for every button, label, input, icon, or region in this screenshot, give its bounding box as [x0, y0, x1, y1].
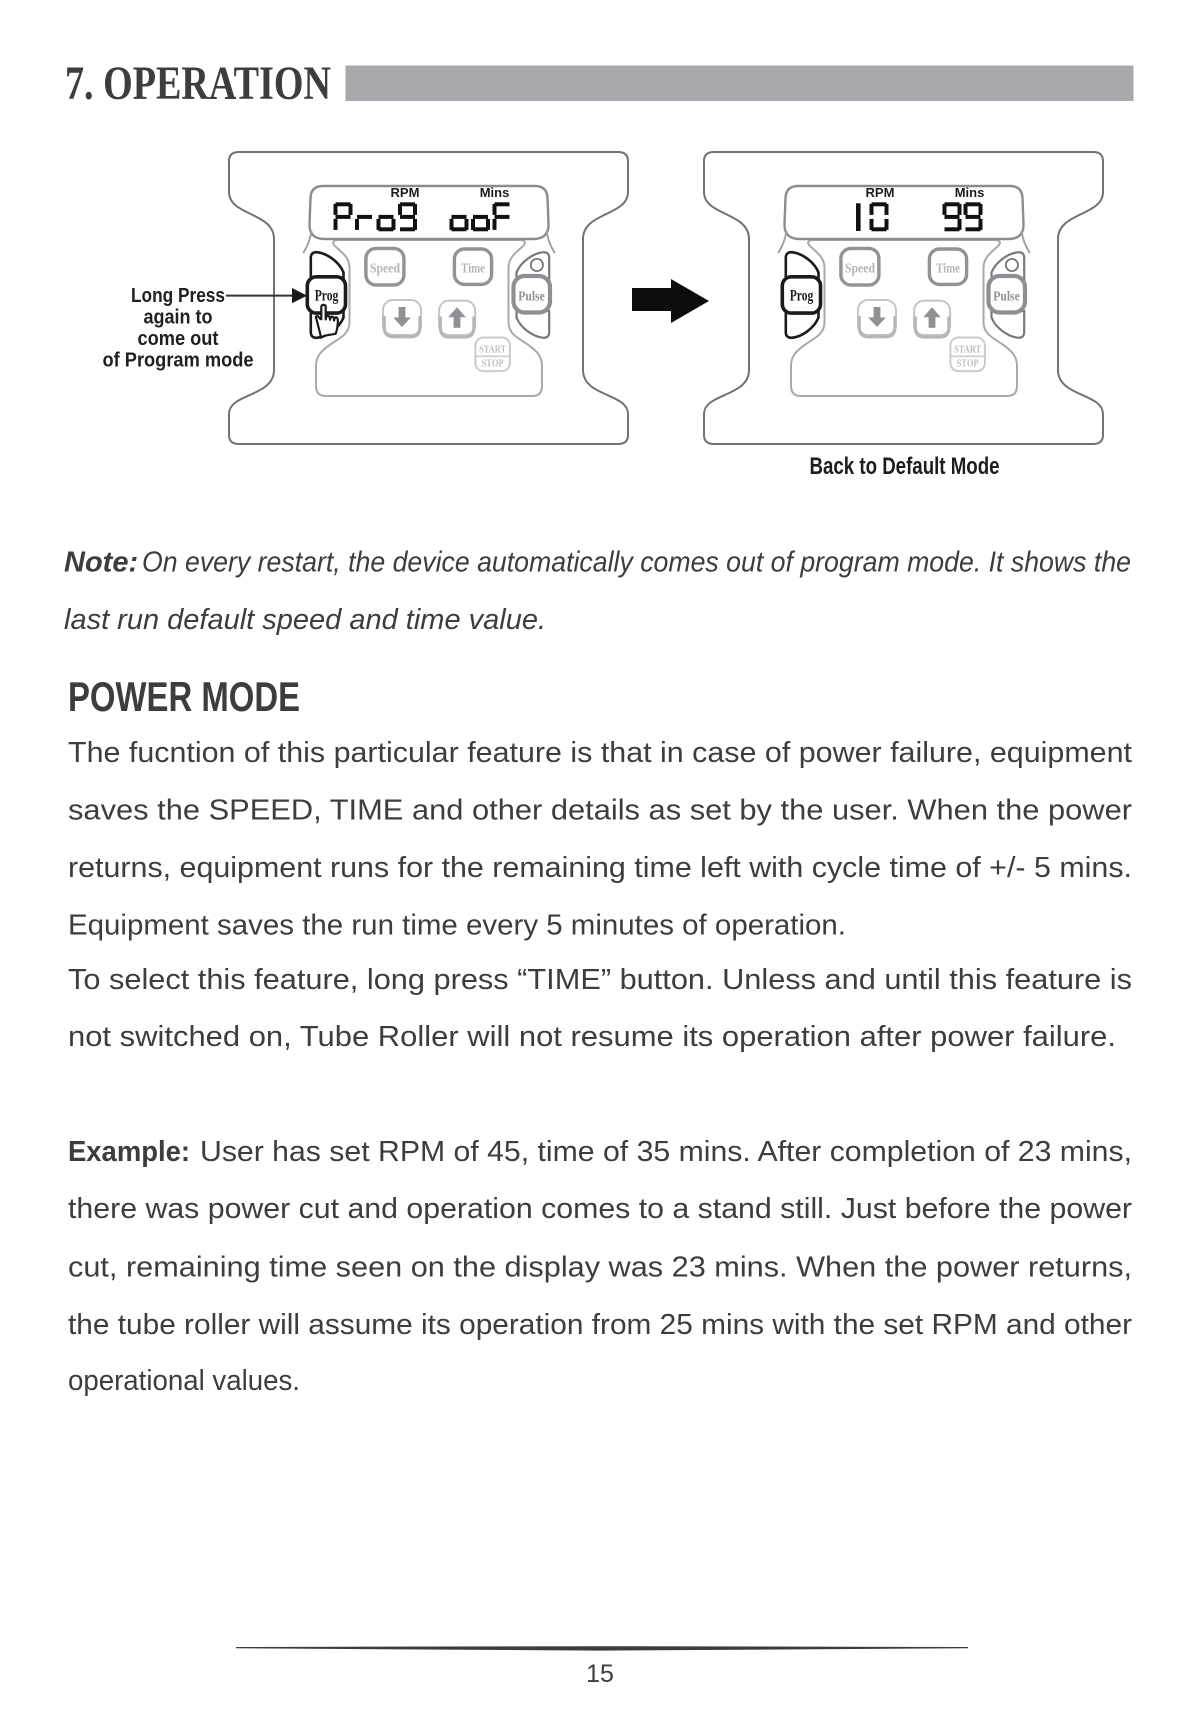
svg-text:Long Press: Long Press [131, 285, 225, 307]
svg-text:Equipment saves the run time e: Equipment saves the run time every 5 min… [68, 909, 846, 941]
svg-text:7. OPERATION: 7. OPERATION [65, 57, 331, 110]
svg-text:On every restart, the device a: On every restart, the device automatical… [142, 547, 1131, 579]
svg-text:again to: again to [144, 307, 213, 329]
svg-text:last run default speed and tim: last run default speed and time value. [64, 604, 546, 636]
svg-text:POWER MODE: POWER MODE [68, 673, 300, 720]
svg-text:of Program mode: of Program mode [103, 350, 254, 372]
svg-text:there was power cut and operat: there was power cut and operation comes … [68, 1193, 1132, 1225]
svg-text:Note:: Note: [64, 547, 138, 579]
svg-text:Back to Default Mode: Back to Default Mode [810, 453, 1000, 480]
svg-text:returns, equipment runs for th: returns, equipment runs for the remainin… [68, 852, 1132, 884]
svg-text:The fucntion of this particula: The fucntion of this particular feature … [68, 737, 1132, 769]
svg-text:not switched on, Tube Roller w: not switched on, Tube Roller will not re… [68, 1021, 1116, 1053]
svg-text:User has set RPM of 45, time o: User has set RPM of 45, time of 35 mins.… [200, 1136, 1132, 1168]
svg-text:operational values.: operational values. [68, 1365, 300, 1397]
svg-text:To select this feature, long p: To select this feature, long press “TIME… [68, 964, 1132, 996]
svg-text:Example:: Example: [68, 1136, 190, 1168]
svg-text:come out: come out [138, 328, 219, 350]
svg-text:the tube roller will assume it: the tube roller will assume its operatio… [68, 1309, 1132, 1341]
svg-text:saves the SPEED, TIME and othe: saves the SPEED, TIME and other details … [68, 795, 1132, 827]
svg-text:cut, remaining time seen on th: cut, remaining time seen on the display … [68, 1252, 1132, 1284]
svg-text:15: 15 [586, 1660, 614, 1688]
